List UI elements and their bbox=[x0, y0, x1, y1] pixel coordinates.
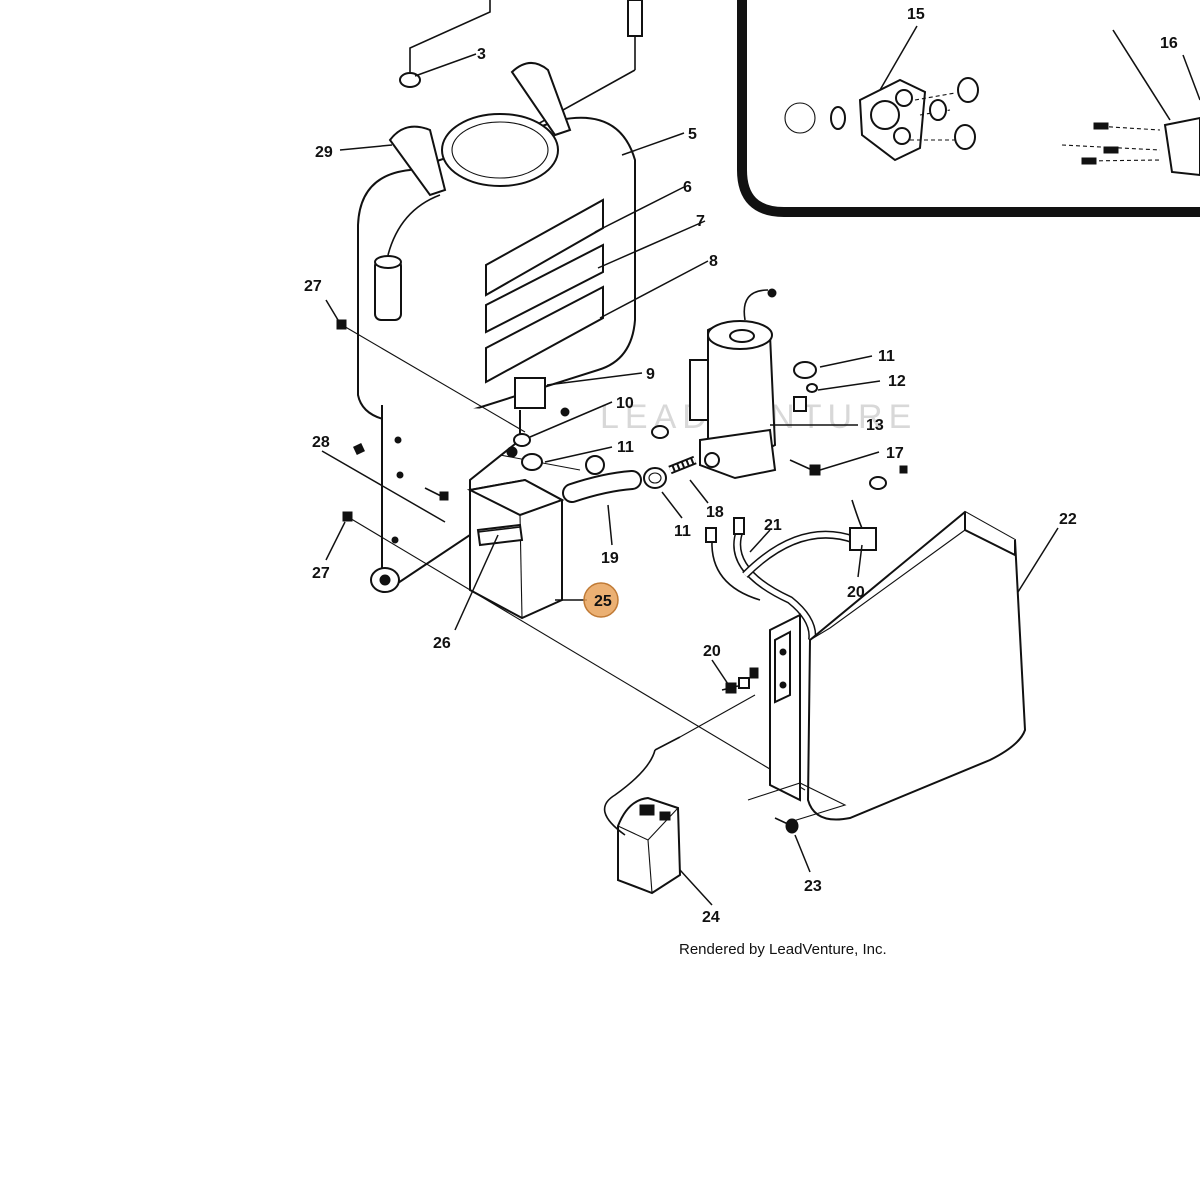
part-label-9[interactable]: 9 bbox=[646, 366, 655, 383]
part-label-16[interactable]: 16 bbox=[1160, 35, 1178, 52]
part-label-18[interactable]: 18 bbox=[706, 504, 724, 521]
part-label-10[interactable]: 10 bbox=[616, 395, 634, 412]
part-label-13[interactable]: 13 bbox=[866, 417, 884, 434]
part-label-22[interactable]: 22 bbox=[1059, 511, 1077, 528]
tank-5 bbox=[357, 113, 636, 424]
controller-24 bbox=[603, 694, 756, 895]
leader-lines bbox=[321, 53, 1059, 906]
part-label-20-lower[interactable]: 20 bbox=[703, 643, 721, 660]
mounting-frame bbox=[336, 319, 806, 791]
part-label-25[interactable]: 25 bbox=[594, 593, 612, 610]
part-label-23[interactable]: 23 bbox=[804, 878, 822, 895]
top-fittings bbox=[399, 0, 643, 146]
part-label-26[interactable]: 26 bbox=[433, 635, 451, 652]
wire-harness-21 bbox=[705, 499, 877, 641]
part-label-11-left[interactable]: 11 bbox=[617, 439, 634, 456]
hose-19 bbox=[562, 470, 642, 503]
part-label-19[interactable]: 19 bbox=[601, 550, 619, 567]
highlight-marker-25 bbox=[583, 582, 619, 618]
cover-22 bbox=[769, 510, 1027, 821]
part-labels: 3 5 6 7 8 9 10 11 11 11 12 13 17 18 19 2… bbox=[304, 46, 1077, 926]
part-label-5[interactable]: 5 bbox=[688, 126, 697, 143]
fitting-assembly-16 bbox=[1061, 29, 1200, 177]
inset-detail-box: 15 16 bbox=[737, 0, 1200, 217]
part-label-15[interactable]: 15 bbox=[907, 6, 925, 23]
part-label-20-upper[interactable]: 20 bbox=[847, 584, 865, 601]
fasteners bbox=[721, 667, 799, 834]
decal-7 bbox=[485, 243, 604, 334]
part-label-8[interactable]: 8 bbox=[709, 253, 718, 270]
valve-assembly-15 bbox=[784, 77, 979, 162]
part-label-29[interactable]: 29 bbox=[315, 144, 333, 161]
part-label-27-lower[interactable]: 27 bbox=[312, 565, 330, 582]
part-label-7[interactable]: 7 bbox=[696, 213, 705, 230]
part-label-11-lower[interactable]: 11 bbox=[674, 523, 691, 540]
battery-box-26 bbox=[466, 478, 565, 620]
pump-motor-13 bbox=[689, 288, 908, 490]
render-credit: Rendered by LeadVenture, Inc. bbox=[679, 941, 887, 958]
part-label-27-upper[interactable]: 27 bbox=[304, 278, 322, 295]
part-label-3[interactable]: 3 bbox=[477, 46, 486, 63]
decal-8 bbox=[485, 285, 604, 384]
part-label-12[interactable]: 12 bbox=[888, 373, 906, 390]
small-fittings bbox=[506, 425, 697, 489]
part-label-11-right[interactable]: 11 bbox=[878, 348, 895, 365]
part-label-6[interactable]: 6 bbox=[683, 179, 692, 196]
part-label-21[interactable]: 21 bbox=[764, 517, 782, 534]
part-label-17[interactable]: 17 bbox=[886, 445, 904, 462]
part-label-28[interactable]: 28 bbox=[312, 434, 330, 451]
straps-29 bbox=[388, 62, 572, 197]
part-label-24[interactable]: 24 bbox=[702, 909, 720, 926]
